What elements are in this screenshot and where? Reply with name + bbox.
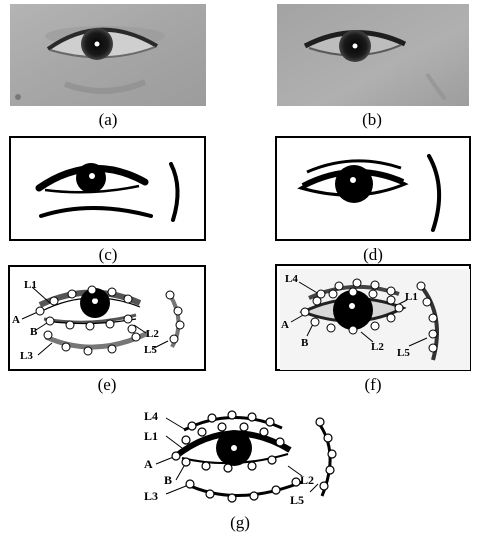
panel-c-drawing xyxy=(35,162,180,222)
caption-c: (c) xyxy=(98,245,118,264)
panel-f-drawing: L4 L1 A B L2 L5 xyxy=(280,269,470,370)
panel-f-landmarks xyxy=(300,278,438,353)
label-e-A: A xyxy=(12,314,20,326)
panel-a xyxy=(10,4,206,106)
panel-g: L4 L1 A B L3 L2 L5 xyxy=(140,400,350,510)
label-f-L4: L4 xyxy=(285,273,298,285)
panel-c xyxy=(9,136,206,241)
label-g-L5: L5 xyxy=(290,493,304,507)
label-f-L2: L2 xyxy=(371,341,384,353)
panel-a-photo xyxy=(10,4,206,106)
label-g-L3: L3 xyxy=(144,489,158,503)
panel-e-landmarks xyxy=(35,285,185,356)
caption-f: (f) xyxy=(364,375,382,394)
caption-d: (d) xyxy=(363,245,383,264)
caption-a: (a) xyxy=(98,110,118,129)
label-f-A: A xyxy=(281,319,289,331)
label-e-B: B xyxy=(30,326,38,338)
label-f-L5: L5 xyxy=(397,347,410,359)
panel-b-photo xyxy=(277,4,469,106)
panel-d xyxy=(275,136,471,241)
caption-e: (e) xyxy=(97,375,117,394)
label-g-A: A xyxy=(144,457,153,471)
caption-g: (g) xyxy=(230,513,250,532)
label-e-L1: L1 xyxy=(24,279,37,291)
label-g-L2: L2 xyxy=(300,473,314,487)
panel-b xyxy=(277,4,469,106)
panel-e-drawing: L1 A B L3 L2 L5 xyxy=(12,279,185,362)
label-e-L5: L5 xyxy=(144,344,157,356)
panel-e: L1 A B L3 L2 L5 xyxy=(8,265,206,371)
label-e-L3: L3 xyxy=(20,350,33,362)
panel-g-drawing: L4 L1 A B L3 L2 L5 xyxy=(144,409,337,507)
panel-g-landmarks xyxy=(171,410,337,503)
label-g-L1: L1 xyxy=(144,429,158,443)
label-e-L2: L2 xyxy=(146,328,159,340)
label-f-B: B xyxy=(301,337,309,349)
label-g-B: B xyxy=(164,473,172,487)
label-f-L1: L1 xyxy=(405,291,418,303)
label-g-L4: L4 xyxy=(144,409,158,423)
panel-d-drawing xyxy=(297,154,442,232)
caption-b: (b) xyxy=(362,110,382,129)
panel-f: L4 L1 A B L2 L5 xyxy=(275,264,471,371)
